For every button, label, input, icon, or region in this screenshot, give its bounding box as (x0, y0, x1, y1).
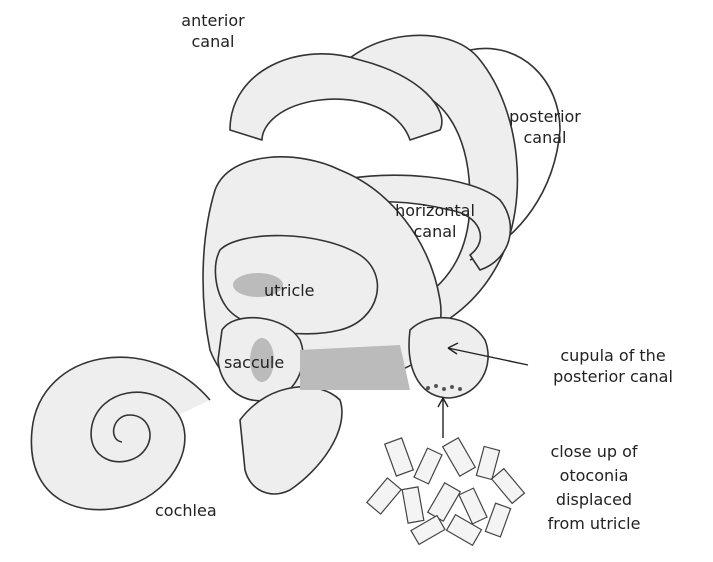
utricle-macula (233, 273, 283, 297)
label-cochlea: cochlea (155, 501, 217, 520)
otoconia-crystals (365, 436, 526, 547)
label-cupula: cupula of the posterior canal (528, 345, 698, 387)
label-line: cupula of the (560, 346, 666, 365)
anterior-canal (229, 53, 443, 141)
label-line: canal (523, 128, 567, 147)
label-line: from utricle (547, 514, 641, 533)
cochlear-duct (239, 386, 343, 495)
label-line: posterior (509, 107, 581, 126)
label-anterior-canal: anterior canal (175, 10, 251, 52)
shaded-region (300, 345, 410, 390)
cochlea (30, 356, 211, 511)
label-line: otoconia (559, 466, 629, 485)
label-posterior-canal: posterior canal (500, 106, 590, 148)
label-line: canal (413, 222, 457, 241)
ampulla (408, 316, 489, 399)
label-utricle: utricle (264, 281, 315, 300)
label-otoconia: close up of otoconia displaced from utri… (530, 440, 658, 536)
pointer-arrows (437, 342, 529, 438)
label-horizontal-canal: horizontal canal (383, 200, 487, 242)
label-saccule: saccule (224, 353, 285, 372)
label-line: horizontal (395, 201, 475, 220)
label-line: anterior (181, 11, 245, 30)
label-line: close up of (550, 442, 638, 461)
utricle (214, 234, 379, 335)
label-line: canal (191, 32, 235, 51)
label-line: displaced (555, 490, 633, 509)
label-line: posterior canal (553, 367, 673, 386)
saccule-macula (250, 338, 274, 382)
